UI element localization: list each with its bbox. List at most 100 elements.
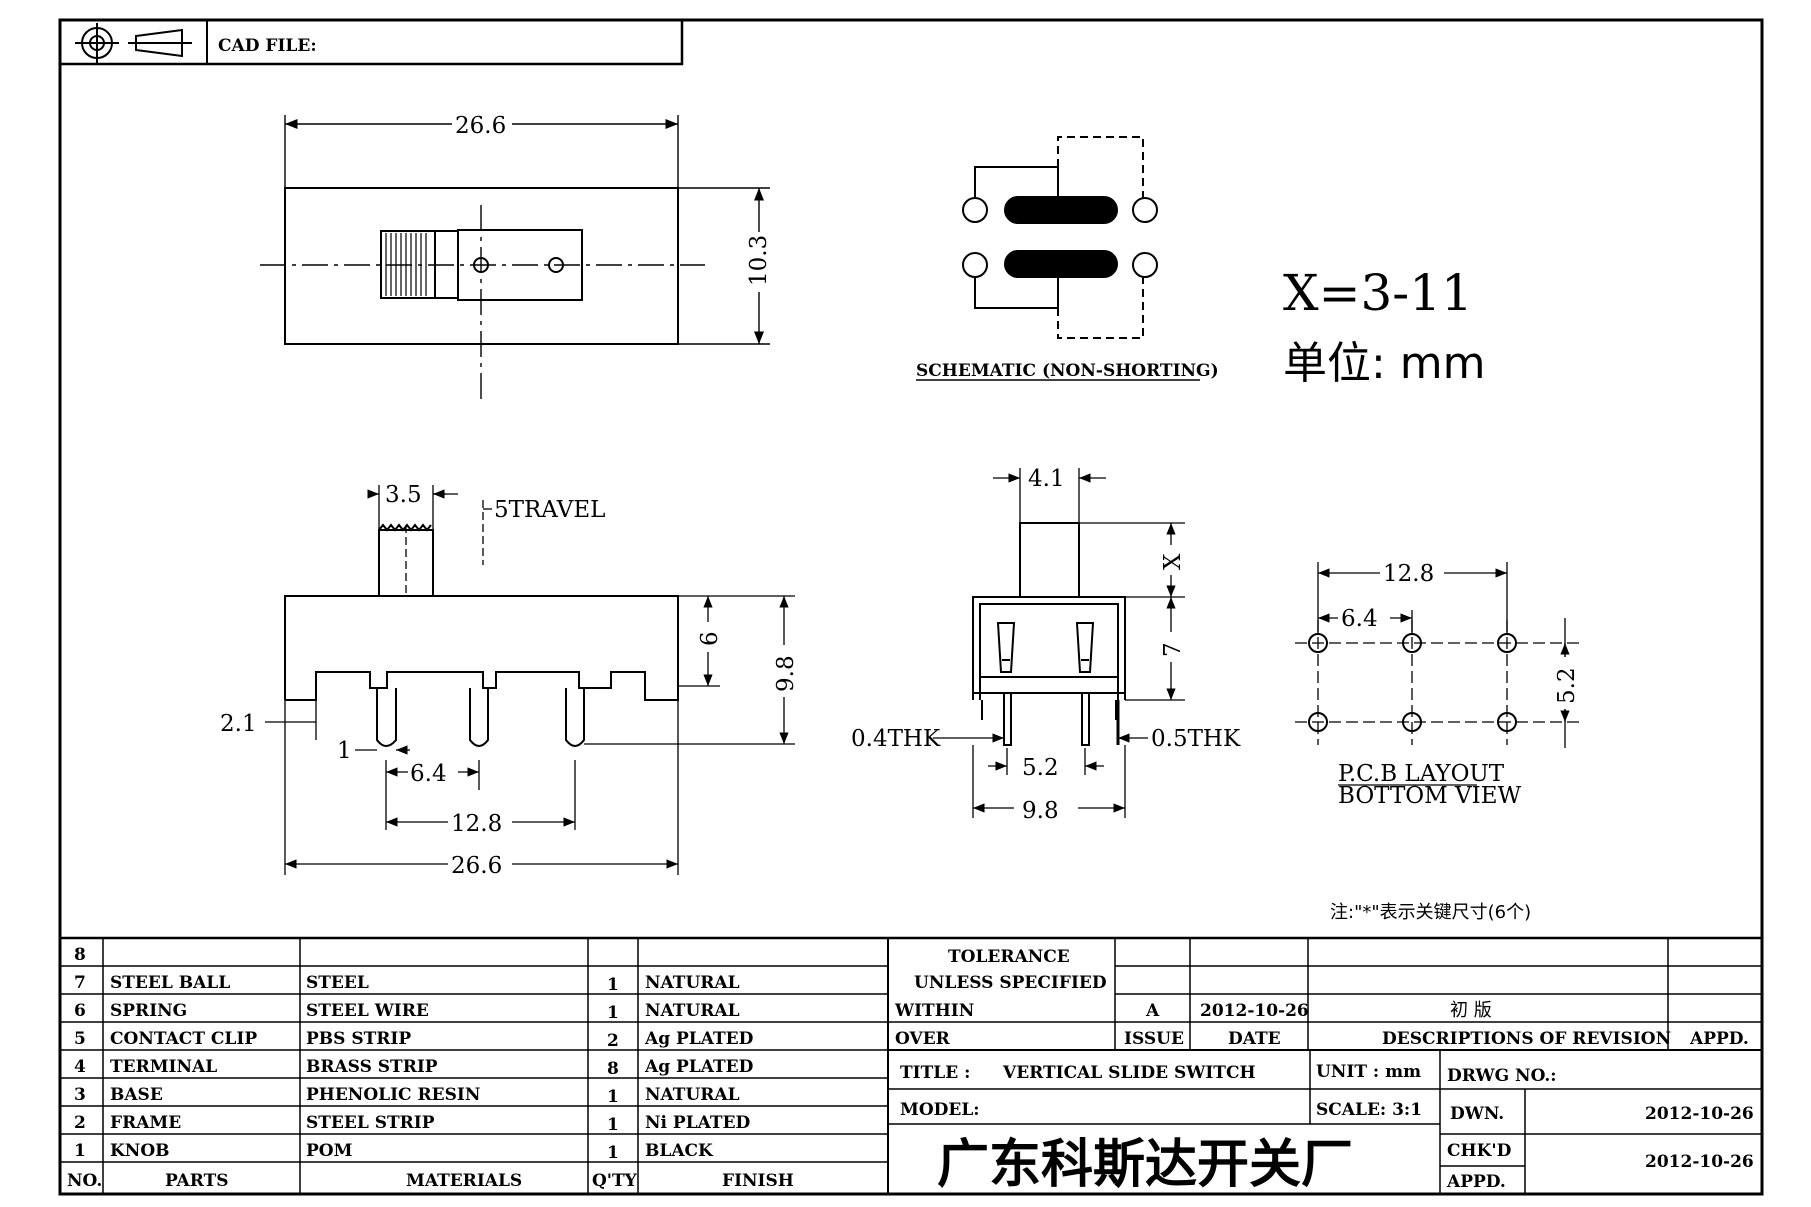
table-row: 5 CONTACT CLIP PBS STRIP 2 Ag PLATED <box>74 1029 754 1051</box>
revision-desc-label: DESCRIPTIONS OF REVISION <box>1382 1029 1671 1049</box>
end-thk-right-dim: 0.5THK <box>1151 726 1241 752</box>
schematic <box>916 136 1200 381</box>
travel-dim: 5TRAVEL <box>494 497 605 523</box>
revision-date-value: 2012-10-26 <box>1200 1001 1309 1021</box>
bom-no: 5 <box>74 1029 86 1049</box>
drawing-number-label: DRWG NO.: <box>1447 1066 1557 1086</box>
tolerance-within-label: WITHIN <box>894 1001 974 1021</box>
title-label: TITLE : <box>900 1063 970 1083</box>
bom-part: FRAME <box>110 1113 181 1133</box>
revision-issue-value: A <box>1145 1001 1160 1021</box>
top-view <box>260 115 770 400</box>
table-row: 2 FRAME STEEL STRIP 1 Ni PLATED <box>74 1113 751 1135</box>
table-row: 3 BASE PHENOLIC RESIN 1 NATURAL <box>74 1085 740 1107</box>
end-width-9-8-dim: 9.8 <box>1022 798 1059 824</box>
table-row: 8 <box>74 945 86 965</box>
end-knob-4-1-dim: 4.1 <box>1028 466 1065 492</box>
bom-no: 8 <box>74 945 86 965</box>
table-row: 4 TERMINAL BRASS STRIP 8 Ag PLATED <box>74 1057 754 1079</box>
end-height-7-dim: 7 <box>1160 642 1186 657</box>
table-row: 7 STEEL BALL STEEL 1 NATURAL <box>74 973 740 995</box>
revision-date-label: DATE <box>1228 1029 1281 1049</box>
bom-material: STEEL <box>306 973 369 993</box>
title-block-grid <box>60 936 1762 1194</box>
side-offset-2-1-dim: 2.1 <box>220 711 257 737</box>
pcb-layout <box>1295 562 1580 748</box>
bom-finish: NATURAL <box>645 1001 740 1021</box>
header-box: CAD FILE: <box>60 20 684 66</box>
bom-material: POM <box>306 1141 353 1161</box>
bom-part: BASE <box>110 1085 163 1105</box>
bom-part: SPRING <box>110 1001 187 1021</box>
bom-part: TERMINAL <box>110 1057 217 1077</box>
pcb-pitch-6-4-dim: 6.4 <box>1341 606 1378 632</box>
bom-no: 3 <box>74 1085 86 1105</box>
revision-desc-value: 初 版 <box>1450 1000 1492 1021</box>
company-name: 广东科斯达开关厂 <box>937 1135 1353 1195</box>
bom-qty: 2 <box>607 1031 619 1051</box>
knob-width-dim: 3.5 <box>385 482 422 508</box>
bom-no: 2 <box>74 1113 86 1133</box>
side-length-26-6-dim: 26.6 <box>451 853 502 879</box>
bom-header-finish: FINISH <box>722 1171 794 1191</box>
revision-issue-label: ISSUE <box>1124 1029 1184 1049</box>
top-width-dim: 26.6 <box>455 113 506 139</box>
sheet-border <box>58 18 1764 1196</box>
drawn-by-label: DWN. <box>1450 1104 1504 1124</box>
bom-header-no: NO. <box>67 1171 102 1191</box>
schematic-caption: SCHEMATIC (NON-SHORTING) <box>916 361 1219 381</box>
bom-finish: NATURAL <box>645 1085 740 1105</box>
tolerance-label: TOLERANCE <box>948 947 1070 967</box>
title-value: VERTICAL SLIDE SWITCH <box>1002 1063 1256 1083</box>
top-height-dim: 10.3 <box>746 235 772 286</box>
bom-finish: Ni PLATED <box>645 1113 751 1133</box>
bom-header-materials: MATERIALS <box>406 1171 522 1191</box>
table-row: 6 SPRING STEEL WIRE 1 NATURAL <box>74 1001 740 1023</box>
bom-material: PHENOLIC RESIN <box>306 1085 480 1105</box>
bom-finish: NATURAL <box>645 973 740 993</box>
bom-qty: 1 <box>607 1115 619 1135</box>
end-thk-left-dim: 0.4THK <box>851 726 941 752</box>
cad-file-label: CAD FILE: <box>218 36 317 56</box>
bom-qty: 1 <box>607 1003 619 1023</box>
revision-appd-label: APPD. <box>1689 1029 1749 1049</box>
approved-by-label: APPD. <box>1446 1172 1506 1192</box>
pcb-row-5-2-dim: 5.2 <box>1554 667 1580 704</box>
bom-header-qty: Q'TY <box>592 1171 638 1191</box>
bom-finish: BLACK <box>645 1141 714 1161</box>
bom-qty: 8 <box>607 1059 619 1079</box>
unit-note: 单位: mm <box>1283 338 1486 389</box>
bom-header-parts: PARTS <box>165 1171 229 1191</box>
bom-material: STEEL WIRE <box>306 1001 429 1021</box>
x-range-note: X=3-11 <box>1283 264 1473 322</box>
model-label: MODEL: <box>900 1100 980 1120</box>
bom-no: 6 <box>74 1001 86 1021</box>
bom-material: BRASS STRIP <box>306 1057 438 1077</box>
bom-header-row: NO. PARTS MATERIALS Q'TY FINISH <box>67 1171 794 1191</box>
side-pitch-12-8-dim: 12.8 <box>451 811 502 837</box>
checked-date: 2012-10-26 <box>1645 1152 1754 1172</box>
bom-material: PBS STRIP <box>306 1029 411 1049</box>
side-height-6-dim: 6 <box>697 631 723 646</box>
pcb-caption-line-2: BOTTOM VIEW <box>1338 783 1521 809</box>
bom-qty: 1 <box>607 1143 619 1163</box>
table-row: 1 KNOB POM 1 BLACK <box>74 1141 714 1163</box>
tolerance-over-label: OVER <box>895 1029 951 1049</box>
pin-width-1-dim: 1 <box>337 738 352 764</box>
side-height-9-8-dim: 9.8 <box>773 655 799 692</box>
tolerance-unless-label: UNLESS SPECIFIED <box>914 973 1107 993</box>
end-view <box>933 468 1185 818</box>
end-x-dim: X <box>1160 553 1186 570</box>
pcb-caption-line-1: P.C.B LAYOUT <box>1338 761 1505 787</box>
bom-qty: 1 <box>607 975 619 995</box>
projection-symbol-icon <box>75 23 192 63</box>
key-dimension-note: 注:"*"表示关键尺寸(6个) <box>1330 902 1531 923</box>
bom-qty: 1 <box>607 1087 619 1107</box>
unit-label: UNIT : mm <box>1316 1062 1421 1082</box>
pcb-pitch-12-8-dim: 12.8 <box>1383 561 1434 587</box>
bom-part: CONTACT CLIP <box>110 1029 257 1049</box>
bom-no: 7 <box>74 973 86 993</box>
bom-no: 4 <box>74 1057 86 1077</box>
bom-finish: Ag PLATED <box>644 1057 754 1077</box>
